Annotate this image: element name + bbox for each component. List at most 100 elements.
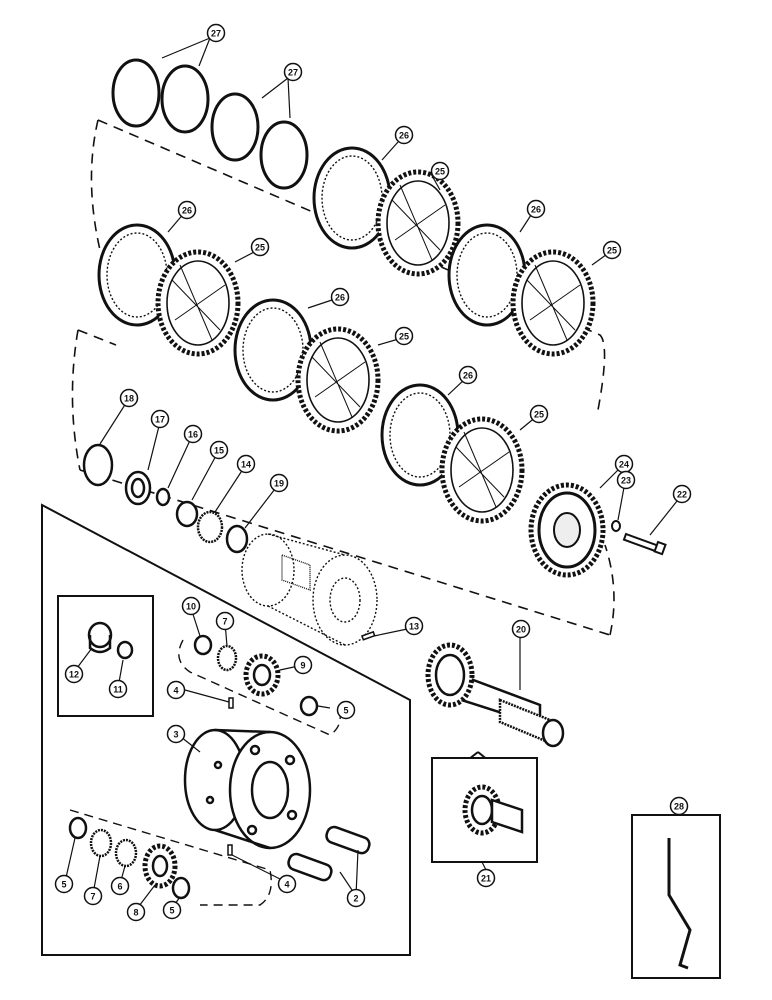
washer-15 xyxy=(175,500,199,528)
pin-4b xyxy=(227,844,233,856)
seal-ring-27-group xyxy=(111,58,309,190)
gear-21 xyxy=(462,784,524,836)
callout-label: 5 xyxy=(343,706,348,716)
bolt-22 xyxy=(622,532,667,556)
callout-label: 8 xyxy=(133,908,138,918)
callout-7a: 7 xyxy=(215,611,235,631)
callout-4b: 4 xyxy=(277,874,297,894)
callout-26e: 26 xyxy=(458,365,478,385)
callout-label: 26 xyxy=(531,205,541,215)
washer-5c xyxy=(171,876,191,900)
callout-15: 15 xyxy=(209,440,229,460)
callout-label: 15 xyxy=(214,446,224,456)
callout-label: 3 xyxy=(173,730,178,740)
seal-ring-27-4 xyxy=(259,120,309,190)
callout-17: 17 xyxy=(150,409,170,429)
callout-8: 8 xyxy=(126,902,146,922)
callout-label: 23 xyxy=(621,476,631,486)
washer-5a xyxy=(299,695,319,717)
planet-carrier-3 xyxy=(183,728,312,850)
callout-label: 7 xyxy=(90,892,95,902)
callout-4a: 4 xyxy=(166,680,186,700)
callout-25a: 25 xyxy=(430,161,450,181)
pin-4a xyxy=(228,697,234,709)
friction-disc-25-3 xyxy=(510,249,596,357)
clutch-drum xyxy=(241,533,378,646)
callout-label: 28 xyxy=(674,802,684,812)
steel-plate-26-5 xyxy=(380,383,460,487)
callout-label: 13 xyxy=(409,622,419,632)
assembly-frame xyxy=(41,503,411,956)
callout-19: 19 xyxy=(269,473,289,493)
snap-ring-16 xyxy=(155,487,171,507)
callout-label: 25 xyxy=(607,246,617,256)
callout-label: 25 xyxy=(255,243,265,253)
callout-6: 6 xyxy=(110,876,130,896)
seal-ring-27-1 xyxy=(111,58,161,128)
callout-label: 22 xyxy=(677,490,687,500)
callout-label: 10 xyxy=(186,602,196,612)
callout-5a: 5 xyxy=(336,700,356,720)
callout-label: 7 xyxy=(222,617,227,627)
friction-disc-25-1 xyxy=(375,169,461,277)
callout-24: 24 xyxy=(614,454,634,474)
callout-21: 21 xyxy=(476,868,496,888)
inset-box-28 xyxy=(631,814,721,979)
needle-bearing-6 xyxy=(114,838,138,868)
callout-25e: 25 xyxy=(529,404,549,424)
callout-25b: 25 xyxy=(250,237,270,257)
callout-25d: 25 xyxy=(394,326,414,346)
callout-label: 4 xyxy=(284,880,289,890)
callout-label: 16 xyxy=(188,430,198,440)
callout-label: 9 xyxy=(300,661,305,671)
callout-2: 2 xyxy=(346,888,366,908)
callout-10: 10 xyxy=(181,596,201,616)
callout-25c: 25 xyxy=(602,240,622,260)
steel-plate-26-3 xyxy=(447,223,527,327)
callout-18: 18 xyxy=(119,388,139,408)
callout-26a: 26 xyxy=(394,125,414,145)
seal-ring-27-2 xyxy=(160,64,210,134)
callout-12: 12 xyxy=(64,664,84,684)
callout-label: 26 xyxy=(335,293,345,303)
callout-11: 11 xyxy=(108,679,128,699)
pin-2-group xyxy=(287,825,371,882)
callout-label: 25 xyxy=(435,167,445,177)
needle-bearing-14 xyxy=(196,510,224,544)
clutch-hub-24 xyxy=(528,482,606,578)
pin-13 xyxy=(361,630,376,641)
callout-27a: 27 xyxy=(206,23,226,43)
callout-label: 25 xyxy=(399,332,409,342)
callout-5b: 5 xyxy=(54,874,74,894)
steel-plate-26-group xyxy=(97,146,527,487)
ring-11 xyxy=(116,640,134,660)
steel-plate-26-4 xyxy=(233,298,313,402)
friction-disc-25-4 xyxy=(295,326,381,434)
callout-23: 23 xyxy=(616,470,636,490)
callout-27b: 27 xyxy=(283,62,303,82)
callout-16: 16 xyxy=(183,424,203,444)
callout-label: 18 xyxy=(124,394,134,404)
callout-label: 17 xyxy=(155,415,165,425)
pin-2b xyxy=(287,852,333,882)
callout-label: 26 xyxy=(463,371,473,381)
callout-14: 14 xyxy=(236,454,256,474)
callout-label: 2 xyxy=(353,894,358,904)
callout-label: 26 xyxy=(182,206,192,216)
callout-9: 9 xyxy=(293,655,313,675)
callout-label: 4 xyxy=(173,686,178,696)
callout-label: 25 xyxy=(534,410,544,420)
callout-26c: 26 xyxy=(526,199,546,219)
steel-plate-26-1 xyxy=(312,146,392,250)
callout-label: 6 xyxy=(117,882,122,892)
callout-3: 3 xyxy=(166,724,186,744)
needle-bearing-7b xyxy=(89,828,113,858)
callout-label: 24 xyxy=(619,460,629,470)
callout-26d: 26 xyxy=(330,287,350,307)
washer-19 xyxy=(225,524,249,554)
callout-7b: 7 xyxy=(83,886,103,906)
callout-22: 22 xyxy=(672,484,692,504)
callout-label: 5 xyxy=(169,906,174,916)
callout-label: 12 xyxy=(69,670,79,680)
